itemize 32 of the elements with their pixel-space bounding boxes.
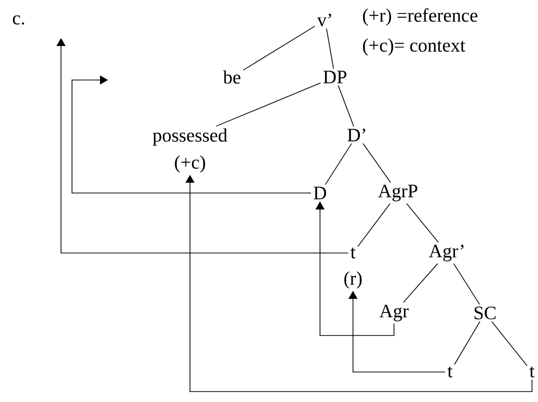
branch-line: [362, 143, 391, 183]
tree-label: AgrP: [378, 184, 418, 202]
branch-line: [357, 203, 391, 247]
tree-label: D’: [348, 128, 366, 142]
tree-label: be: [223, 70, 240, 84]
tree-label: v’: [317, 14, 332, 26]
feature-label: (+c): [174, 155, 206, 173]
panel-label: c.: [12, 15, 24, 25]
movement-arrow: [72, 75, 312, 194]
branch-line: [406, 203, 439, 243]
tree-label: possessed: [152, 128, 228, 146]
branch-line: [324, 143, 352, 185]
legend-text: (+r) =reference: [363, 8, 478, 26]
branch-line: [338, 85, 354, 127]
tree-label: t: [350, 248, 356, 258]
tree-label: SC: [474, 306, 496, 320]
tree-label: DP: [323, 70, 346, 84]
tree-label: Agr: [379, 304, 409, 322]
branch-line: [326, 28, 334, 69]
movement-arrow: [56, 38, 349, 254]
branch-line: [402, 263, 438, 303]
feature-label: (r): [344, 271, 362, 289]
branch-line: [454, 321, 480, 365]
tree-label: t: [448, 366, 453, 378]
branch-line: [453, 263, 480, 305]
branch-line: [216, 82, 322, 127]
legend-text: (+c)= context: [363, 38, 466, 56]
tree-label: t: [530, 366, 535, 378]
branch-line: [242, 26, 316, 71]
tree-label: Agr’: [428, 244, 464, 262]
tree-label: D: [314, 186, 326, 200]
branch-line: [491, 321, 528, 366]
